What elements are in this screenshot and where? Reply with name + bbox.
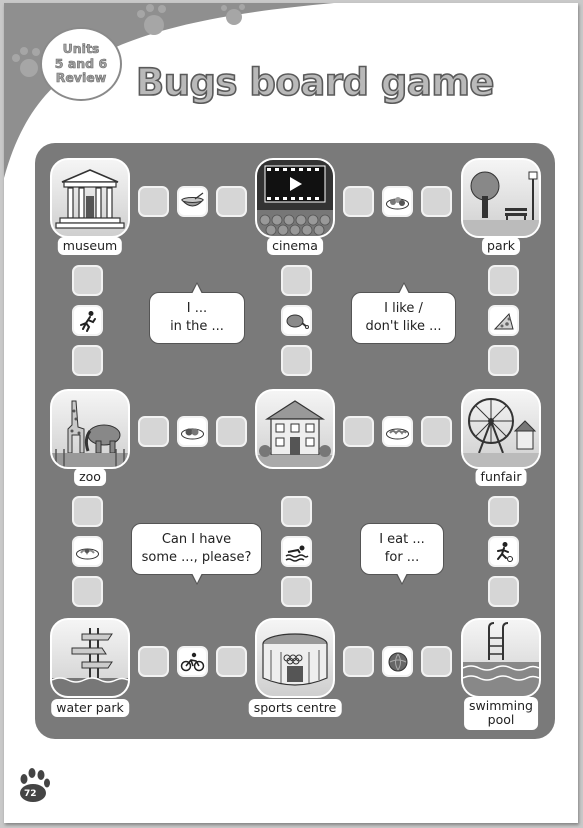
prompt-text: I like / don't like ... [365, 301, 442, 334]
prompt-text: Can I have some ..., please? [141, 532, 252, 565]
swimming-pool-icon [463, 622, 539, 696]
board-square[interactable] [281, 576, 312, 607]
soup-icon [180, 192, 205, 206]
page-title: Bugs board game [135, 60, 495, 105]
board-square-running[interactable] [72, 305, 103, 336]
board-square-meatballs[interactable] [177, 416, 208, 447]
speech-bubble-i-in-the: I ... in the ... [149, 282, 245, 344]
board-square[interactable] [488, 496, 519, 527]
unit-review-badge: Units 5 and 6 Review [40, 27, 122, 101]
place-label-museum: museum [57, 237, 123, 256]
speech-bubble-i-like: I like / don't like ... [351, 282, 456, 344]
board-square[interactable] [421, 186, 452, 217]
board-square[interactable] [343, 416, 374, 447]
place-tile-house[interactable] [255, 389, 335, 469]
place-tile-swimming-pool[interactable] [461, 618, 541, 698]
board-square[interactable] [72, 496, 103, 527]
board-square[interactable] [138, 416, 169, 447]
board-square[interactable] [488, 265, 519, 296]
place-label-zoo: zoo [74, 468, 106, 487]
board-square-cycling[interactable] [177, 646, 208, 677]
board-square[interactable] [72, 576, 103, 607]
board-square-football[interactable] [488, 536, 519, 567]
board-square[interactable] [138, 186, 169, 217]
place-label-park: park [482, 237, 520, 256]
board-square-spaghetti[interactable] [72, 536, 103, 567]
speech-bubble-i-eat: I eat ... for ... [360, 523, 444, 585]
page-number-pawprint: 72 [18, 767, 52, 803]
board-square[interactable] [488, 576, 519, 607]
salad-icon [386, 196, 409, 209]
speech-bubble-can-i-have: Can I have some ..., please? [131, 523, 262, 585]
cycling-icon [180, 652, 205, 671]
prompt-text: I ... in the ... [170, 301, 224, 334]
board-square[interactable] [281, 265, 312, 296]
pizza-icon [493, 312, 514, 329]
board-square[interactable] [72, 265, 103, 296]
place-tile-museum[interactable] [50, 158, 130, 238]
board-square-chicken[interactable] [281, 305, 312, 336]
meatballs-icon [181, 428, 204, 439]
board-square[interactable] [216, 416, 247, 447]
cabbage-icon [388, 652, 407, 671]
football-icon [496, 541, 513, 562]
place-tile-cinema[interactable] [255, 158, 335, 238]
page-number: 72 [24, 789, 37, 799]
place-label-cinema: cinema [267, 237, 323, 256]
place-tile-park[interactable] [461, 158, 541, 238]
board-square[interactable] [216, 186, 247, 217]
worksheet-page: Units 5 and 6 Review Bugs board game [4, 3, 578, 823]
place-label-swimming-pool: swimming pool [464, 697, 538, 730]
place-tile-funfair[interactable] [461, 389, 541, 469]
prompt-text: I eat ... for ... [379, 532, 425, 565]
board-square-pasta[interactable] [382, 416, 413, 447]
water-slide-icon [52, 628, 128, 696]
zoo-icon [52, 400, 128, 467]
board-square-swimming[interactable] [281, 536, 312, 567]
board-square[interactable] [216, 646, 247, 677]
game-board: museum cinema park zoo funfair water par… [35, 143, 555, 739]
funfair-icon [463, 398, 539, 467]
board-square-cabbage[interactable] [382, 646, 413, 677]
board-square[interactable] [343, 646, 374, 677]
board-square[interactable] [72, 345, 103, 376]
board-square-pizza[interactable] [488, 305, 519, 336]
place-label-funfair: funfair [475, 468, 527, 487]
park-icon [463, 171, 539, 236]
place-tile-water-park[interactable] [50, 618, 130, 698]
pasta-icon [386, 428, 409, 439]
unit-review-text: Units 5 and 6 Review [54, 41, 108, 86]
board-square[interactable] [343, 186, 374, 217]
place-tile-sports-centre[interactable] [255, 618, 335, 698]
place-tile-zoo[interactable] [50, 389, 130, 469]
chicken-icon [286, 314, 309, 329]
house-icon [257, 400, 333, 467]
cinema-icon [257, 160, 333, 236]
pawprint-icon [20, 768, 50, 802]
board-square[interactable] [488, 345, 519, 376]
swimming-icon [285, 545, 309, 562]
board-square[interactable] [421, 646, 452, 677]
board-square-soup[interactable] [177, 186, 208, 217]
running-icon [79, 310, 96, 332]
board-square[interactable] [281, 345, 312, 376]
board-square[interactable] [138, 646, 169, 677]
place-label-sports-centre: sports centre [248, 699, 342, 718]
place-label-water-park: water park [51, 699, 129, 718]
board-square[interactable] [281, 496, 312, 527]
spaghetti-icon [76, 548, 99, 559]
museum-icon [55, 169, 125, 229]
stadium-icon [262, 633, 328, 686]
board-square-salad[interactable] [382, 186, 413, 217]
board-square[interactable] [421, 416, 452, 447]
